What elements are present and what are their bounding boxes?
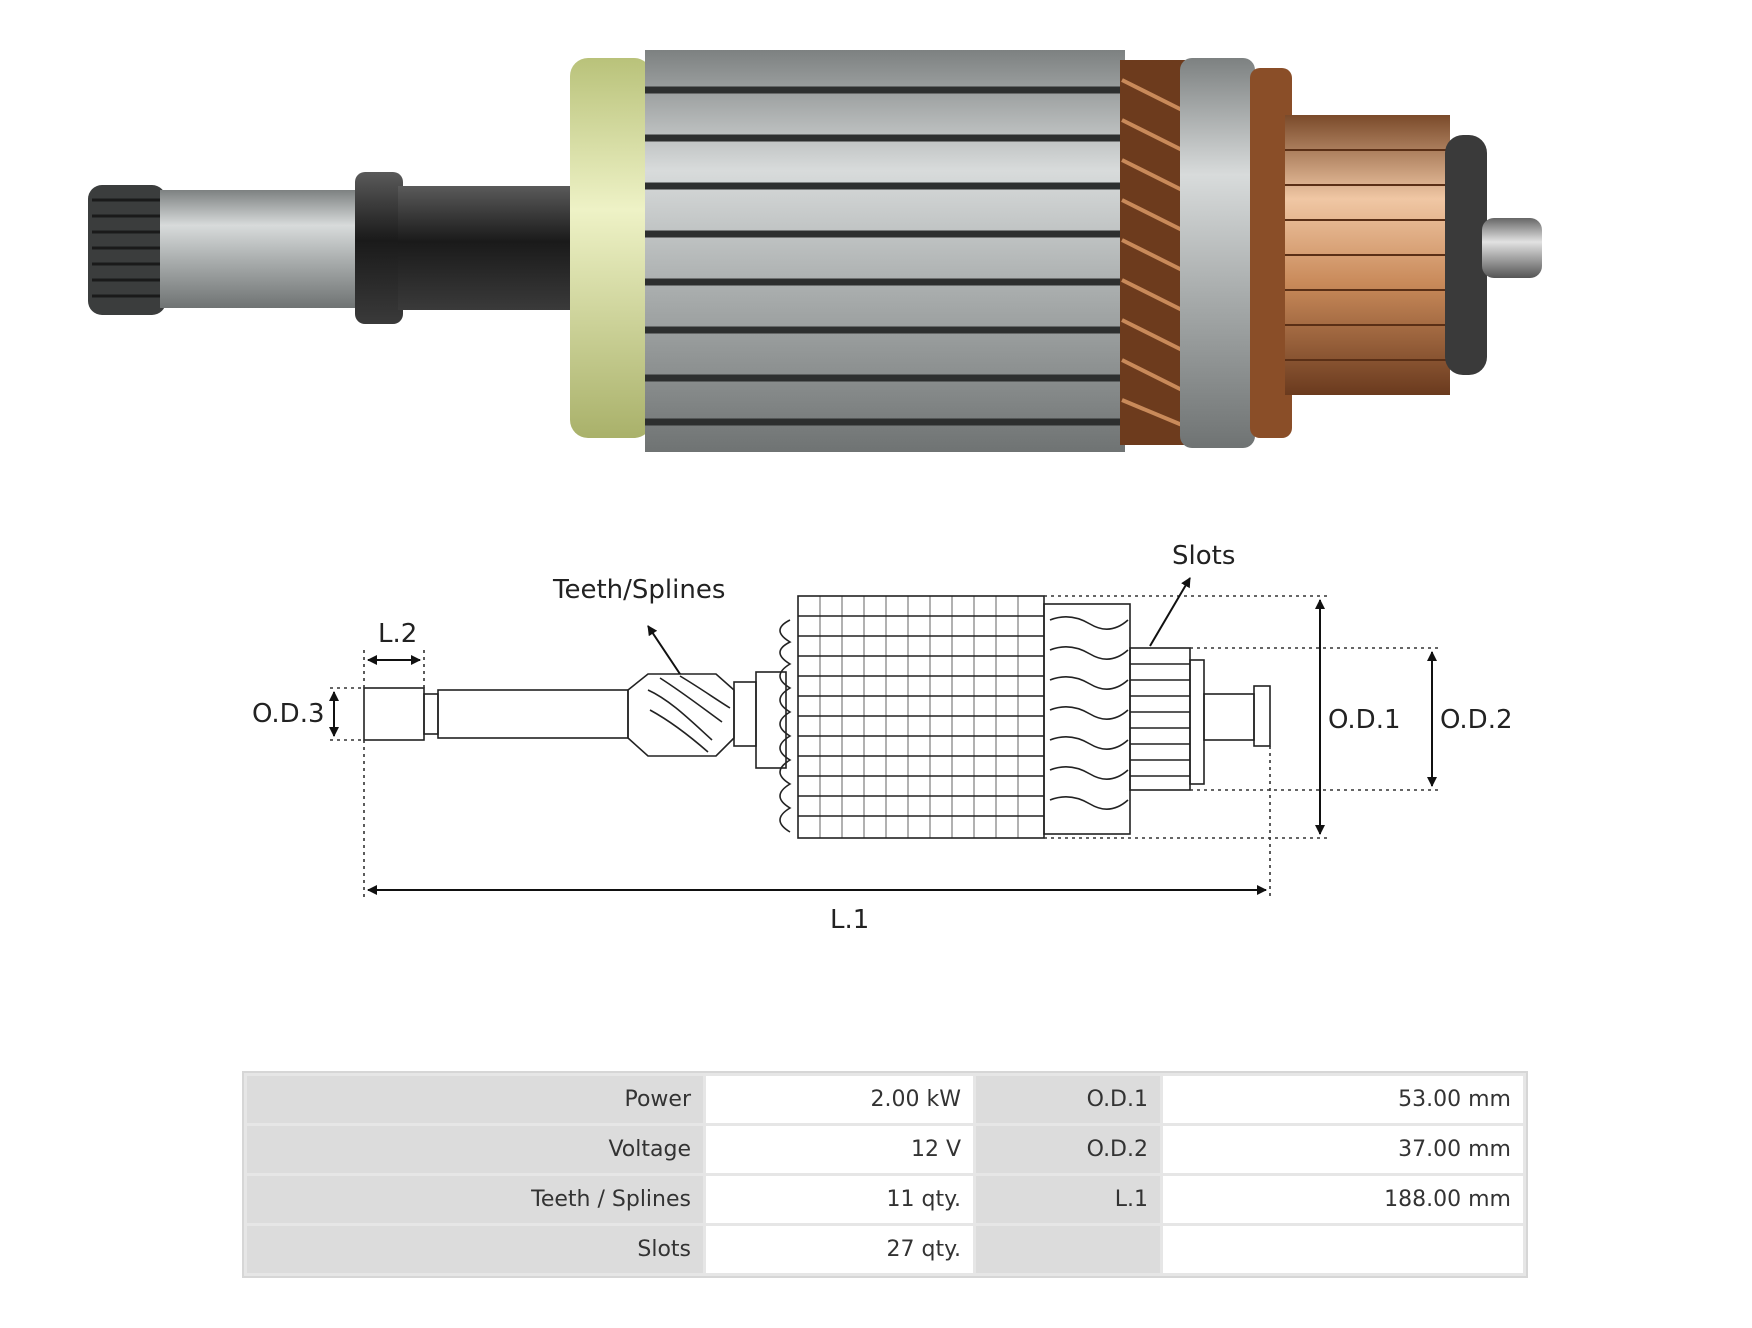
spec-value: 2.00 kW <box>706 1076 973 1123</box>
core-shape <box>797 595 1045 839</box>
commutator-shape <box>1129 647 1191 791</box>
spec-key: Power <box>247 1076 703 1123</box>
spec-key: Voltage <box>247 1126 703 1173</box>
spec-table: Power 2.00 kW O.D.1 53.00 mm Voltage 12 … <box>242 1071 1528 1278</box>
table-row: Voltage 12 V O.D.2 37.00 mm <box>247 1126 1523 1173</box>
table-row: Slots 27 qty. <box>247 1226 1523 1273</box>
spec-key: L.1 <box>976 1176 1160 1223</box>
label-teeth-splines: Teeth/Splines <box>552 575 725 605</box>
label-l2: L.2 <box>378 619 417 649</box>
label-od1: O.D.1 <box>1328 705 1401 735</box>
spec-value: 11 qty. <box>706 1176 973 1223</box>
splines-shape <box>627 673 735 757</box>
spec-key: O.D.2 <box>976 1126 1160 1173</box>
spec-key: Teeth / Splines <box>247 1176 703 1223</box>
spec-key: O.D.1 <box>976 1076 1160 1123</box>
spec-key <box>976 1226 1160 1273</box>
spec-value: 27 qty. <box>706 1226 973 1273</box>
dimension-drawing: Teeth/Splines Slots L.2 O.D.3 O.D.1 O.D.… <box>252 541 1513 935</box>
spec-value: 12 V <box>706 1126 973 1173</box>
spec-value: 188.00 mm <box>1163 1176 1523 1223</box>
armature-photo <box>88 50 1542 452</box>
pin-end-shape <box>363 687 425 741</box>
spec-value: 53.00 mm <box>1163 1076 1523 1123</box>
table-row: Power 2.00 kW O.D.1 53.00 mm <box>247 1076 1523 1123</box>
shaft-shape <box>437 689 629 739</box>
spec-value: 37.00 mm <box>1163 1126 1523 1173</box>
label-od2: O.D.2 <box>1440 705 1513 735</box>
spec-key: Slots <box>247 1226 703 1273</box>
label-od3: O.D.3 <box>252 699 325 729</box>
label-slots: Slots <box>1172 541 1235 571</box>
winding-head-shape <box>1043 603 1131 835</box>
label-l1: L.1 <box>830 905 869 935</box>
table-row: Teeth / Splines 11 qty. L.1 188.00 mm <box>247 1176 1523 1223</box>
spec-value <box>1163 1226 1523 1273</box>
